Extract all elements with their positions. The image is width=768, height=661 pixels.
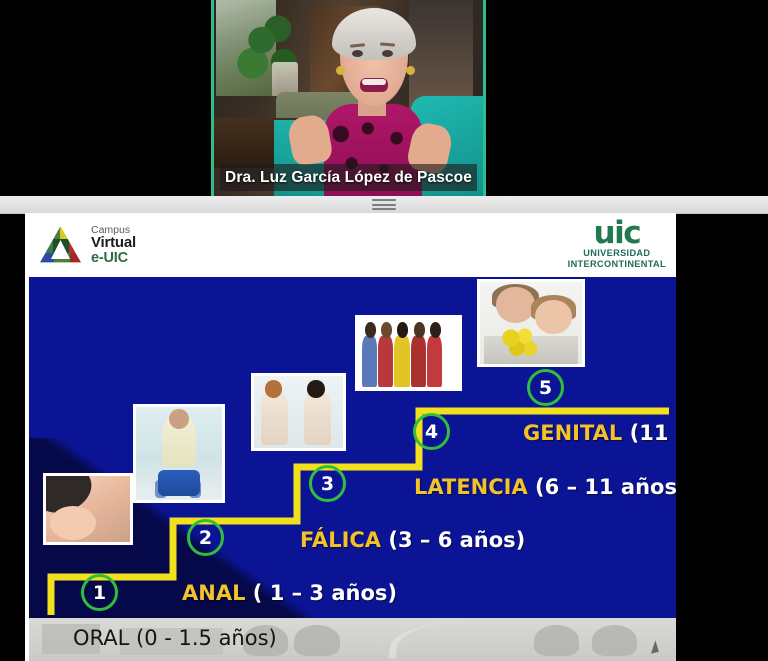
stage-label-oral: ORAL (0 - 1.5 años) (73, 626, 277, 650)
group-of-children-photo (355, 315, 462, 391)
stage-label-latencia: LATENCIA (6 – 11 años) (414, 475, 676, 499)
stage-name-2: ANAL (182, 581, 246, 605)
stage-circle-1[interactable]: 1 (81, 574, 118, 611)
campus-virtual-triangle-icon (37, 223, 84, 267)
stage-label-falica: FÁLICA (3 – 6 años) (300, 528, 525, 552)
campus-logo-line1: Campus (91, 223, 131, 236)
uic-logo-line1: UNIVERSIDAD (583, 248, 651, 259)
drag-handle-icon[interactable] (372, 199, 396, 210)
stage-label-genital: GENITAL (11 - (523, 421, 676, 445)
stage-number-1: 1 (92, 581, 107, 604)
uic-logo-line2: INTERCONTINENTAL (567, 258, 666, 269)
stage-circle-2[interactable]: 2 (187, 519, 224, 556)
stage-range-2: ( 1 – 3 años) (252, 581, 397, 605)
baby-nursing-photo (43, 473, 133, 545)
participant-name: Dra. Luz García López de Pascoe (225, 168, 472, 186)
uic-logo: uic UNIVERSIDAD INTERCONTINENTAL (567, 215, 666, 269)
video-stream[interactable]: Dra. Luz García López de Pascoe (214, 0, 483, 196)
campus-logo-line2: Virtual (91, 234, 137, 252)
video-tile[interactable]: Dra. Luz García López de Pascoe (211, 0, 486, 196)
stage-name-5: GENITAL (523, 421, 623, 445)
two-children-photo (251, 373, 346, 451)
pane-splitter[interactable] (0, 196, 768, 214)
stage-circle-4[interactable]: 4 (413, 413, 450, 450)
stage-number-2: 2 (198, 526, 213, 549)
uic-wordmark: uic (593, 215, 642, 251)
campus-virtual-logo: Campus Virtual e-UIC (37, 223, 136, 267)
participant-name-bar: Dra. Luz García López de Pascoe (220, 164, 477, 191)
campus-building-watermark (29, 618, 676, 661)
stage-name-3: FÁLICA (300, 528, 382, 552)
stage-number-5: 5 (538, 376, 553, 399)
stage-label-anal: ANAL ( 1 – 3 años) (182, 581, 397, 605)
stage-circle-5[interactable]: 5 (527, 369, 564, 406)
stage-range-3: (3 – 6 años) (388, 528, 526, 552)
campus-logo-line3: e-UIC (91, 249, 128, 266)
participant-figure (286, 0, 455, 196)
stage-circle-3[interactable]: 3 (309, 465, 346, 502)
slide-header: Campus Virtual e-UIC uic UNIVERSIDAD INT… (25, 213, 676, 277)
woman-and-girl-photo (477, 279, 585, 367)
shared-slide[interactable]: Campus Virtual e-UIC uic UNIVERSIDAD INT… (25, 213, 676, 661)
slide-diagram: 1 2 3 4 5 ANAL ( 1 – 3 años) FÁLICA (3 –… (29, 277, 676, 618)
toddler-potty-photo (133, 404, 225, 503)
stage-number-3: 3 (320, 472, 335, 495)
stage-number-4: 4 (424, 420, 439, 443)
slide-footer: ORAL (0 - 1.5 años) (29, 618, 676, 661)
stage-name-4: LATENCIA (414, 475, 528, 499)
stage-range-5: (11 - (629, 421, 676, 445)
stage-range-4: (6 – 11 años) (535, 475, 676, 499)
